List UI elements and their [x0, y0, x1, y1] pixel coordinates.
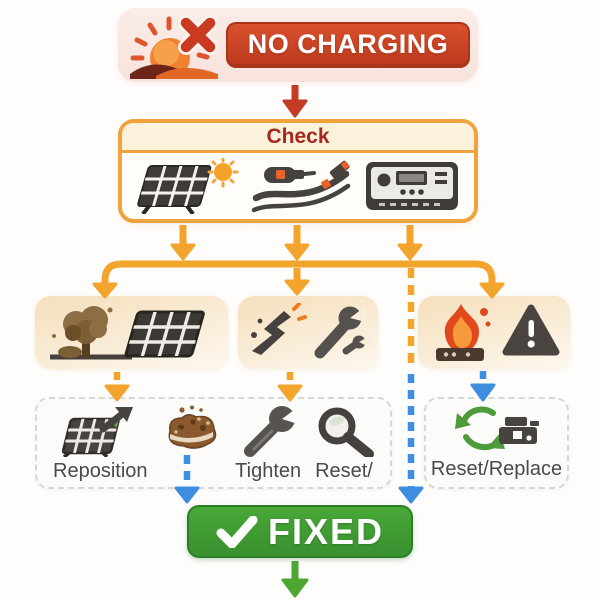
- bus-line: [92, 260, 505, 299]
- problem-wiring-box: [238, 296, 378, 369]
- sponge-icon: [168, 405, 217, 449]
- fixed-result-box: FIXED: [187, 505, 413, 558]
- charge-controller-icon: [366, 162, 459, 210]
- checkmark-icon: [216, 515, 258, 548]
- sun-blocked-icon: [130, 15, 218, 79]
- reset-replace-label: Reset/Replace: [430, 458, 563, 480]
- arrow-wiring-to-action: [277, 372, 303, 402]
- check-step-box: Check: [118, 119, 478, 223]
- cable-connectors-icon: [251, 160, 351, 213]
- broken-cable-wrench-icon: [251, 302, 369, 358]
- no-charging-label: NO CHARGING: [226, 22, 470, 68]
- action-clean: [158, 405, 224, 487]
- dashed-bypass-blue: [398, 374, 424, 504]
- arrow-fixed-out: [281, 561, 309, 598]
- check-title: Check: [122, 123, 474, 153]
- wrench-icon: [314, 305, 369, 358]
- actions-left-box: Reposition: [35, 397, 392, 489]
- reset-label: Reset/: [315, 460, 373, 482]
- fire-warning-icon: [436, 303, 560, 361]
- fixed-label: FIXED: [267, 510, 384, 552]
- solar-panel-arrow-icon: [62, 407, 134, 457]
- arrows-check-to-bus: [170, 225, 423, 261]
- problem-shading-box: [35, 296, 228, 369]
- fire-device-icon: [436, 303, 491, 361]
- replace-device-icon: [454, 406, 539, 451]
- action-reposition: Reposition: [53, 405, 148, 487]
- broken-cable-icon: [252, 310, 291, 355]
- tree-and-panel-icon: [49, 305, 205, 359]
- action-tighten: Tighten: [235, 405, 301, 487]
- problem-controller-box: [418, 296, 570, 369]
- solar-panel-sun-icon: [136, 158, 239, 214]
- arrow-banner-to-check: [282, 85, 308, 118]
- tighten-label: Tighten: [235, 460, 302, 482]
- reposition-label: Reposition: [53, 460, 148, 482]
- actions-right-box: Reset/Replace: [424, 397, 569, 489]
- wrench-icon: [244, 406, 299, 457]
- arrow-controller-to-action: [470, 371, 496, 402]
- warning-triangle-icon: [502, 304, 560, 355]
- action-reset-check: Reset/: [312, 405, 376, 487]
- no-charging-banner: NO CHARGING: [118, 8, 478, 82]
- action-reset-replace: Reset/Replace: [431, 405, 562, 487]
- arrow-shading-to-action: [104, 372, 130, 402]
- magnifier-icon: [318, 407, 374, 457]
